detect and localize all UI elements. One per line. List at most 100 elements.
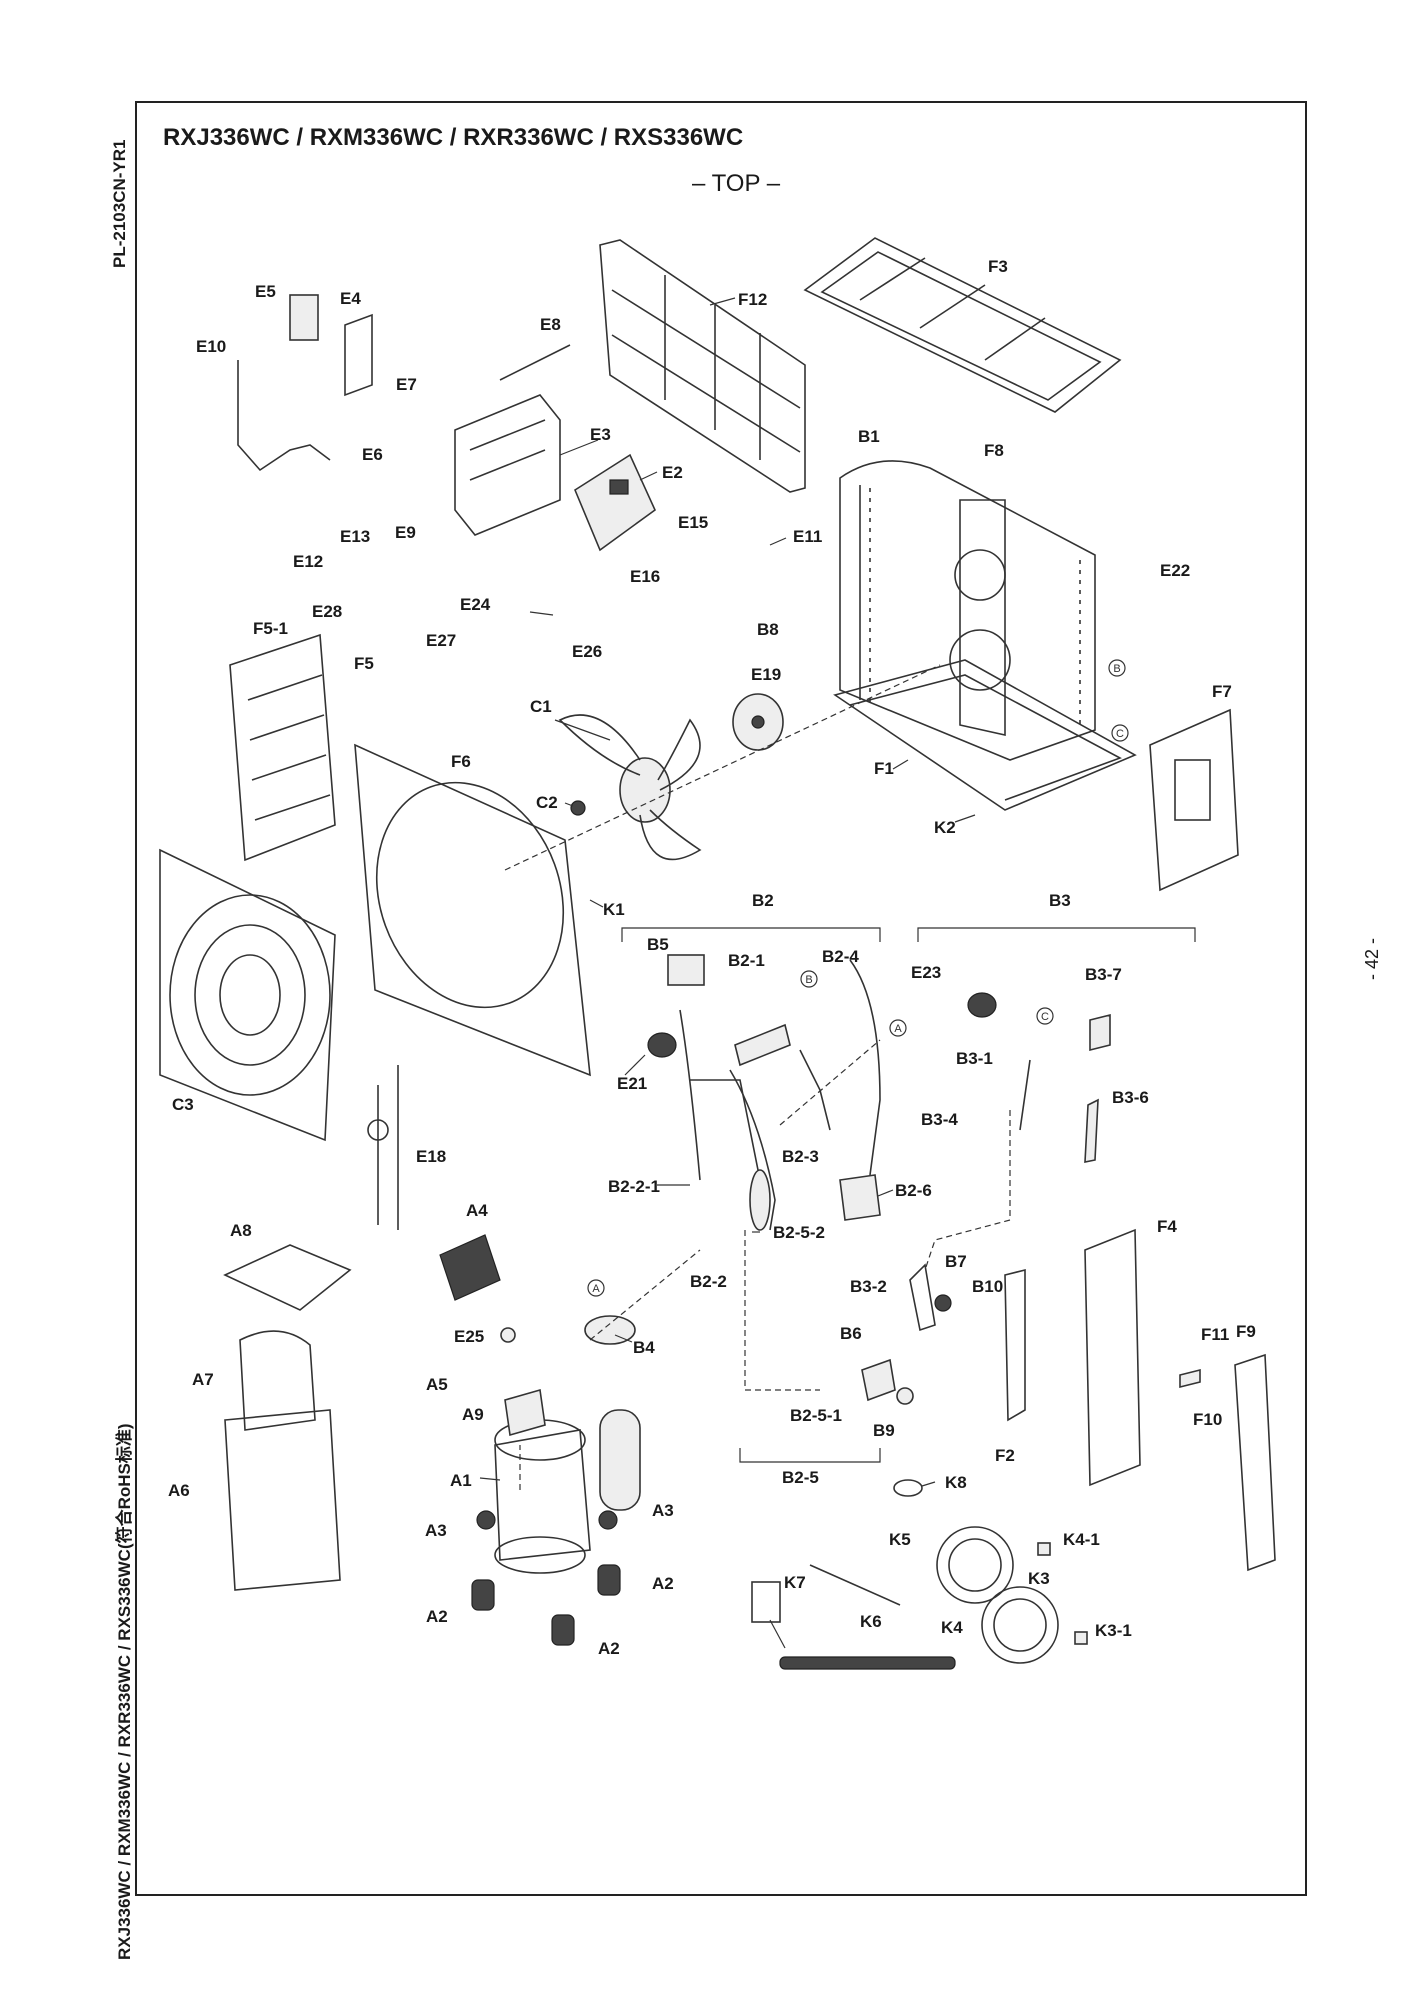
part-b2-piping — [679, 959, 881, 1231]
part-b9 — [896, 1387, 914, 1405]
part-a7-a6-insulation — [224, 1330, 341, 1591]
part-b10 — [934, 1294, 952, 1312]
callout-a1: A1 — [450, 1471, 472, 1490]
brace-b2 — [621, 927, 881, 942]
part-a3-left — [476, 1510, 496, 1530]
part-e21-coil — [647, 1032, 677, 1058]
callout-a5: A5 — [426, 1375, 448, 1394]
part-f4 — [1084, 1228, 1141, 1487]
callout-f4: F4 — [1157, 1217, 1177, 1236]
callout-f12: F12 — [738, 290, 767, 309]
callout-a7: A7 — [192, 1370, 214, 1389]
callout-e22: E22 — [1160, 561, 1190, 580]
marker-a-1: A — [894, 1023, 902, 1035]
part-c1-fan — [558, 714, 702, 861]
page-title: RXJ336WC / RXM336WC / RXR336WC / RXS336W… — [163, 124, 744, 151]
callout-k7: K7 — [784, 1573, 806, 1592]
callout-a4: A4 — [466, 1201, 488, 1220]
callout-e23: E23 — [911, 963, 941, 982]
callout-f3: F3 — [988, 257, 1008, 276]
callout-b9: B9 — [873, 1421, 895, 1440]
callout-b2: B2 — [752, 891, 774, 910]
callout-e28: E28 — [312, 602, 342, 621]
callout-labels: E5 E4 E10 E8 F12 F3 E7 E6 E3 E2 E15 E11 … — [168, 257, 1256, 1658]
part-a2-right — [597, 1564, 621, 1596]
part-f3-top-panel — [803, 237, 1122, 413]
callout-e9: E9 — [395, 523, 416, 542]
callout-k5: K5 — [889, 1530, 911, 1549]
part-e2-pcb — [574, 453, 656, 552]
part-e18-sensor-wiring — [367, 1065, 399, 1230]
callout-e7: E7 — [396, 375, 417, 394]
callout-a9: A9 — [462, 1405, 484, 1424]
part-k8-ring — [893, 1479, 923, 1497]
callout-k2: K2 — [934, 818, 956, 837]
part-k6-hose — [779, 1656, 956, 1670]
callout-b3-1: B3-1 — [956, 1049, 993, 1068]
part-f2 — [1004, 1268, 1026, 1422]
part-e23-coil — [967, 992, 997, 1018]
part-b5 — [667, 954, 705, 986]
callout-f5-1: F5-1 — [253, 619, 288, 638]
callout-b2-5-1: B2-5-1 — [790, 1406, 842, 1425]
callout-e19: E19 — [751, 665, 781, 684]
part-b3-6 — [1084, 1098, 1099, 1163]
part-e4 — [344, 313, 373, 397]
part-f6-front-panel — [354, 743, 591, 1077]
part-e25 — [500, 1327, 516, 1343]
callout-e8: E8 — [540, 315, 561, 334]
callout-b3: B3 — [1049, 891, 1071, 910]
callout-b10: B10 — [972, 1277, 1003, 1296]
callout-e27: E27 — [426, 631, 456, 650]
part-e10-wiring — [237, 360, 331, 472]
part-k5-wires — [809, 1564, 901, 1606]
callout-b3-7: B3-7 — [1085, 965, 1122, 984]
callout-k8: K8 — [945, 1473, 967, 1492]
callout-e3: E3 — [590, 425, 611, 444]
marker-b-1: B — [1113, 663, 1120, 675]
callout-a8: A8 — [230, 1221, 252, 1240]
callout-f10: F10 — [1193, 1410, 1222, 1429]
part-a4 — [439, 1234, 501, 1301]
callout-b2-6: B2-6 — [895, 1181, 932, 1200]
callout-b2-3: B2-3 — [782, 1147, 819, 1166]
part-c3-front-grille — [159, 848, 336, 1142]
callout-e21: E21 — [617, 1074, 647, 1093]
part-f7-side-panel — [1149, 708, 1239, 892]
part-c2-nut — [570, 800, 586, 816]
part-f12-rear-grille — [599, 239, 806, 493]
callout-c3: C3 — [172, 1095, 194, 1114]
assembly-lines — [504, 664, 1011, 1490]
part-b3-7 — [1089, 1013, 1111, 1052]
part-a3-right — [598, 1510, 618, 1530]
callout-e13: E13 — [340, 527, 370, 546]
callout-e2: E2 — [662, 463, 683, 482]
callout-f6: F6 — [451, 752, 471, 771]
part-b3-2 — [909, 1263, 936, 1332]
callout-k4-1: K4-1 — [1063, 1530, 1100, 1549]
callout-e5: E5 — [255, 282, 276, 301]
callout-b2-5-2: B2-5-2 — [773, 1223, 825, 1242]
callout-b3-2: B3-2 — [850, 1277, 887, 1296]
callout-b2-4: B2-4 — [822, 947, 859, 966]
part-a2-left — [471, 1579, 495, 1611]
callout-a6: A6 — [168, 1481, 190, 1500]
callout-e26: E26 — [572, 642, 602, 661]
part-b3-1 — [1019, 1059, 1031, 1131]
part-e8 — [499, 344, 571, 381]
part-k7-sheet — [751, 1581, 781, 1623]
part-e5 — [289, 294, 319, 341]
callout-f9: F9 — [1236, 1322, 1256, 1341]
callout-b2-1: B2-1 — [728, 951, 765, 970]
callout-a2-right: A2 — [652, 1574, 674, 1593]
callout-f2: F2 — [995, 1446, 1015, 1465]
part-e19-fan-motor — [732, 693, 784, 751]
callout-e10: E10 — [196, 337, 226, 356]
page-subtitle: – TOP – — [692, 170, 781, 197]
part-f1-base-plate — [833, 659, 1137, 811]
callout-e6: E6 — [362, 445, 383, 464]
callout-e4: E4 — [340, 289, 361, 308]
part-a8 — [223, 1244, 352, 1311]
callout-k3-1: K3-1 — [1095, 1621, 1132, 1640]
